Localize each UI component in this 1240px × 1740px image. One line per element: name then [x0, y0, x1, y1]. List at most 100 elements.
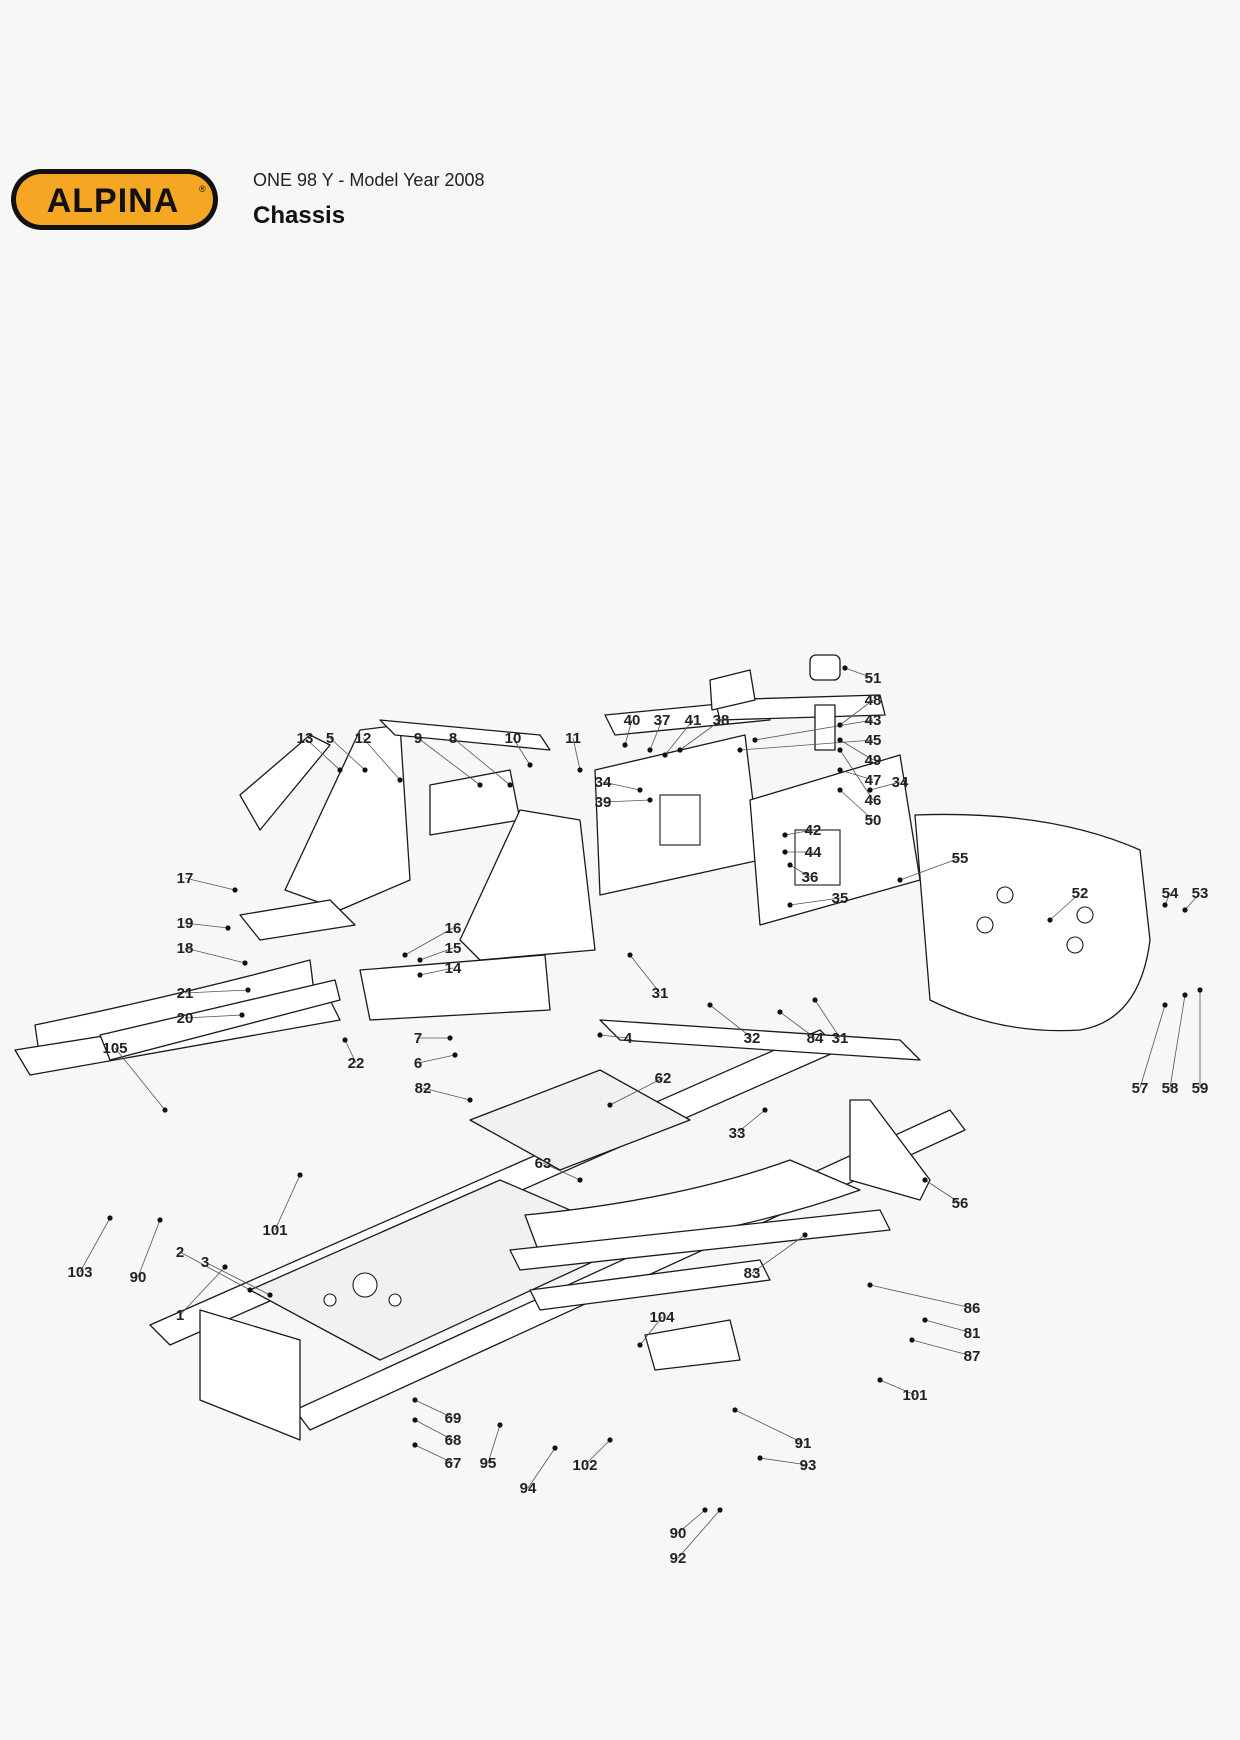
leader-line — [911, 1339, 973, 1357]
leader-dot — [877, 1377, 883, 1383]
callout-44: 44 — [805, 844, 822, 861]
leader-dot — [477, 782, 483, 788]
leader-line — [542, 1162, 581, 1181]
leader-dot — [1197, 987, 1203, 993]
leader-dot — [702, 1507, 708, 1513]
leader-dot — [782, 849, 788, 855]
leader-line — [179, 1266, 226, 1316]
left-footrest-rail — [99, 979, 341, 1061]
leader-dot — [637, 1342, 643, 1348]
callout-46: 46 — [865, 792, 882, 809]
leader-line — [709, 1004, 753, 1039]
callout-54: 54 — [1162, 885, 1179, 902]
leader-line — [114, 1047, 166, 1111]
leader-dot — [837, 787, 843, 793]
rear-crossmember-right — [714, 694, 886, 721]
leader-line — [789, 864, 811, 878]
leader-line — [422, 1087, 471, 1101]
callout-34: 34 — [892, 774, 909, 791]
leader-dot — [222, 1264, 228, 1270]
callout-9: 9 — [414, 730, 422, 747]
leader-line — [329, 737, 366, 771]
callout-87: 87 — [964, 1348, 981, 1365]
rear-panel-right-window — [794, 829, 841, 886]
leader-line — [679, 719, 722, 751]
leader-dot — [402, 952, 408, 958]
dash-front-panel — [459, 809, 596, 961]
callout-21: 21 — [177, 985, 194, 1002]
leader-line — [779, 1011, 816, 1039]
callout-101: 101 — [902, 1387, 927, 1404]
leader-dot — [107, 1215, 113, 1221]
leader-line — [759, 1457, 809, 1466]
callout-90: 90 — [130, 1269, 147, 1286]
leader-line — [839, 739, 874, 761]
callout-40: 40 — [624, 712, 641, 729]
leader-line — [572, 737, 581, 771]
leader-dot — [627, 952, 633, 958]
leader-dot — [837, 747, 843, 753]
leader-line — [924, 1319, 973, 1334]
leader-line — [179, 1251, 251, 1291]
leader-line — [137, 1219, 161, 1278]
rear-fender — [914, 813, 1151, 1032]
callout-45: 45 — [865, 732, 882, 749]
callout-58: 58 — [1162, 1080, 1179, 1097]
leader-line — [789, 897, 841, 906]
leader-dot — [157, 1217, 163, 1223]
dash-top-rail — [379, 719, 551, 751]
leader-dot — [577, 767, 583, 773]
leader-line — [79, 1217, 111, 1273]
leader-line — [739, 739, 874, 751]
callout-93: 93 — [800, 1457, 817, 1474]
leader-dot — [412, 1442, 418, 1448]
leader-dot — [1162, 1002, 1168, 1008]
callout-48: 48 — [865, 692, 882, 709]
fender-hole — [996, 886, 1014, 904]
leader-line — [599, 1034, 629, 1039]
fender-bracket — [359, 954, 551, 1021]
callout-81: 81 — [964, 1325, 981, 1342]
rear-panel-left-window — [659, 794, 701, 846]
leader-line — [677, 1509, 721, 1559]
leader-line — [1169, 994, 1186, 1089]
leader-dot — [597, 1032, 603, 1038]
leader-dot — [737, 747, 743, 753]
leader-dot — [239, 1012, 245, 1018]
rear-crossbar — [599, 1019, 921, 1061]
callout-31: 31 — [652, 985, 669, 1002]
callout-18: 18 — [177, 940, 194, 957]
right-footrest-bracket — [509, 1209, 891, 1271]
callout-52: 52 — [1072, 885, 1089, 902]
leader-line — [487, 1424, 501, 1464]
callout-94: 94 — [520, 1480, 537, 1497]
leader-line — [751, 1234, 806, 1274]
leader-line — [649, 719, 663, 751]
leader-dot — [447, 1035, 453, 1041]
callout-36: 36 — [802, 869, 819, 886]
logo-inner-field — [16, 174, 213, 225]
leader-line — [452, 737, 511, 786]
leader-dot — [412, 1397, 418, 1403]
leader-dot — [607, 1102, 613, 1108]
leader-line — [184, 922, 229, 929]
callout-67: 67 — [445, 1455, 462, 1472]
leader-dot — [397, 777, 403, 783]
leader-dot — [622, 742, 628, 748]
leader-dot — [507, 782, 513, 788]
leader-line — [754, 719, 874, 741]
callout-6: 6 — [414, 1055, 422, 1072]
leader-dot — [417, 957, 423, 963]
leader-dot — [1047, 917, 1053, 923]
leader-dot — [297, 1172, 303, 1178]
leader-line — [344, 1039, 357, 1064]
callout-35: 35 — [832, 890, 849, 907]
leader-line — [184, 877, 236, 891]
leader-line — [677, 1509, 706, 1534]
callout-102: 102 — [572, 1457, 597, 1474]
leader-dot — [752, 737, 758, 743]
callout-17: 17 — [177, 870, 194, 887]
leader-dot — [897, 877, 903, 883]
leader-dot — [1182, 992, 1188, 998]
